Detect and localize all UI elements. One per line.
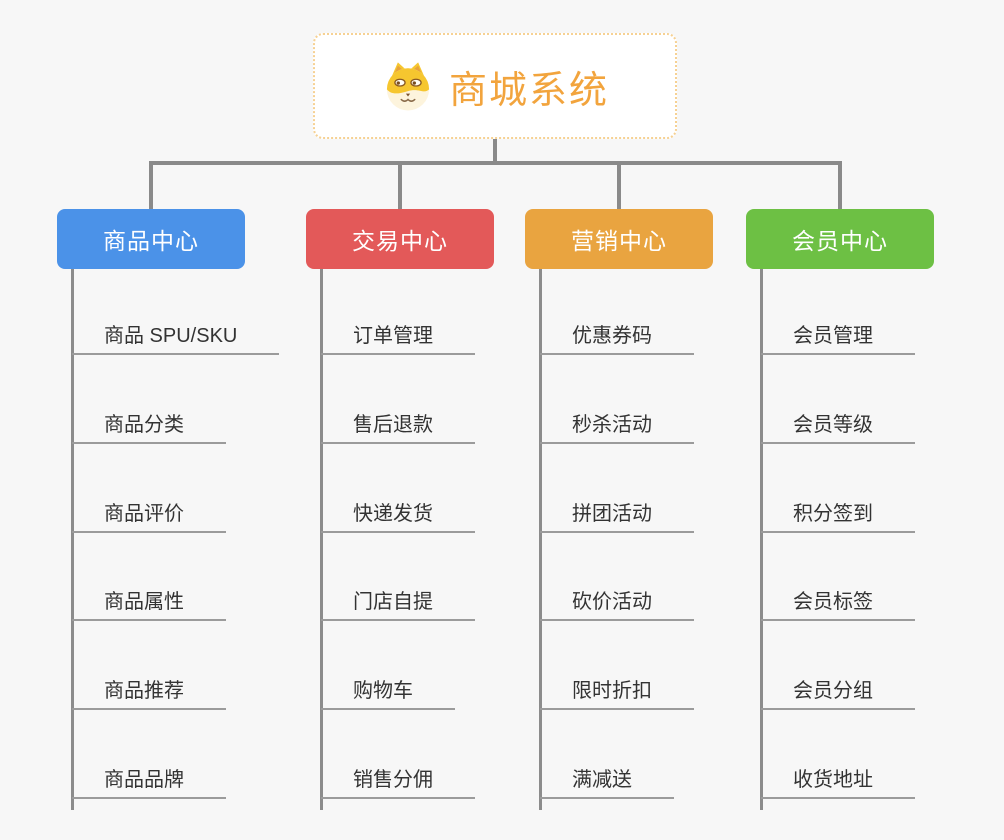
branch-trunk-line (320, 269, 323, 810)
connector-drop-trade (398, 161, 402, 209)
leaf-node[interactable]: 会员标签 (761, 586, 915, 621)
connector-root-stub (493, 139, 497, 165)
branch-node-products[interactable]: 商品中心 (57, 209, 245, 269)
branch-trade: 交易中心 订单管理 售后退款 快递发货 门店自提 购物车 销售分佣 (306, 209, 556, 810)
leaf-node[interactable]: 收货地址 (761, 764, 915, 799)
leaf-node[interactable]: 商品推荐 (72, 675, 226, 710)
branch-node-members[interactable]: 会员中心 (746, 209, 934, 269)
branch-trunk-line (71, 269, 74, 810)
branch-trunk-line (539, 269, 542, 810)
branch-marketing: 营销中心 优惠券码 秒杀活动 拼团活动 砍价活动 限时折扣 满减送 (525, 209, 775, 810)
connector-drop-members (838, 161, 842, 209)
branch-products: 商品中心 商品 SPU/SKU 商品分类 商品评价 商品属性 商品推荐 商品品牌 (57, 209, 307, 810)
dog-face-icon (386, 62, 430, 111)
leaf-node[interactable]: 商品评价 (72, 498, 226, 533)
root-node[interactable]: 商城系统 (313, 33, 677, 139)
connector-horizontal (149, 161, 840, 165)
leaf-node[interactable]: 商品属性 (72, 586, 226, 621)
connector-drop-marketing (617, 161, 621, 209)
leaf-node[interactable]: 售后退款 (321, 409, 475, 444)
leaf-node[interactable]: 限时折扣 (540, 675, 694, 710)
leaf-node[interactable]: 优惠券码 (540, 320, 694, 355)
leaf-node[interactable]: 砍价活动 (540, 586, 694, 621)
branch-node-marketing[interactable]: 营销中心 (525, 209, 713, 269)
leaf-node[interactable]: 门店自提 (321, 586, 475, 621)
leaf-node[interactable]: 积分签到 (761, 498, 915, 533)
branch-trunk-line (760, 269, 763, 810)
leaf-node[interactable]: 销售分佣 (321, 764, 475, 799)
branch-node-trade[interactable]: 交易中心 (306, 209, 494, 269)
leaf-node[interactable]: 快递发货 (321, 498, 475, 533)
leaf-node[interactable]: 购物车 (321, 675, 455, 710)
branch-members: 会员中心 会员管理 会员等级 积分签到 会员标签 会员分组 收货地址 (746, 209, 996, 810)
leaf-node[interactable]: 订单管理 (321, 320, 475, 355)
leaf-node[interactable]: 拼团活动 (540, 498, 694, 533)
leaf-node[interactable]: 会员管理 (761, 320, 915, 355)
leaf-node[interactable]: 秒杀活动 (540, 409, 694, 444)
leaf-node[interactable]: 会员分组 (761, 675, 915, 710)
leaf-node[interactable]: 满减送 (540, 764, 674, 799)
root-title: 商城系统 (448, 69, 609, 112)
leaf-node[interactable]: 商品分类 (72, 409, 226, 444)
connector-drop-products (149, 161, 153, 209)
leaf-node[interactable]: 商品 SPU/SKU (72, 320, 280, 355)
leaf-node[interactable]: 商品品牌 (72, 764, 226, 799)
leaf-node[interactable]: 会员等级 (761, 409, 915, 444)
